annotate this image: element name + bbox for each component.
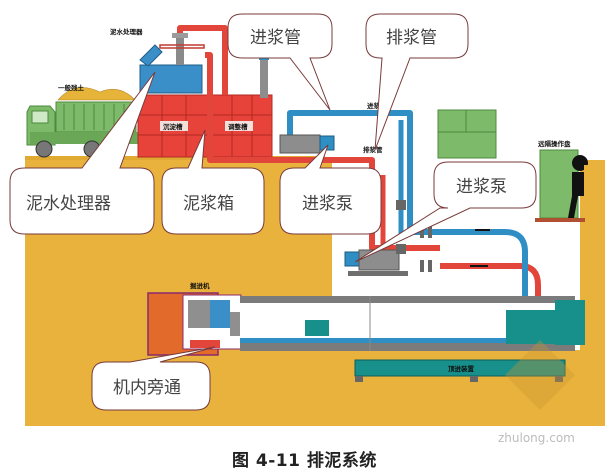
jacking-base: 顶进装置 [354, 359, 566, 382]
slurry-treatment-label: 泥水处理器 [110, 27, 143, 36]
slurry-processor-unit: 泥水处理器 [110, 27, 205, 94]
sedimentation-tank-label: 沉淀槽 [163, 122, 183, 131]
feed-pipe-small-label: 进浆管 [367, 101, 387, 110]
remote-console: 远隔操作盘 [535, 139, 596, 222]
tunnel-boring-machine: 掘进机 [147, 281, 242, 356]
callout-label: 排浆管 [386, 28, 437, 48]
callout-label: 进浆泵 [302, 194, 353, 214]
cutter-head-label: 掘进机 [190, 281, 210, 290]
callout-label: 泥浆箱 [183, 194, 234, 214]
callout-label: 泥水处理器 [26, 194, 111, 214]
watermark-logo [505, 340, 575, 410]
watermark-text: zhulong.com [498, 431, 575, 445]
callout-label: 进浆泵 [456, 177, 507, 197]
figure-caption: 图 4-11 排泥系统 [232, 451, 377, 471]
callout-label: 进浆管 [250, 28, 301, 48]
callout-feed-pump-lower: 进浆泵 [354, 161, 537, 263]
callout-slurry-tank: 泥浆箱 [161, 129, 265, 235]
callout-feed-pump-upper: 进浆泵 [279, 144, 382, 235]
callout-feed-pipe: 进浆管 [227, 13, 333, 111]
slurry-tanks: 沉淀槽 调整槽 [137, 94, 273, 158]
jacking-base-label: 顶进装置 [448, 364, 475, 373]
adjustment-tank-label: 调整槽 [228, 122, 248, 131]
remote-console-label: 远隔操作盘 [538, 139, 571, 148]
tunnel-pipe-segment [240, 296, 585, 351]
generator [437, 109, 497, 159]
discharge-pipe-small-label: 排浆管 [363, 145, 383, 154]
callout-slurry-processor: 泥水处理器 [9, 71, 156, 235]
callout-inner-bypass: 机内旁通 [91, 346, 216, 411]
blue-feed-pipe [287, 110, 528, 300]
general-soil-label: 一般残土 [58, 83, 85, 92]
callout-discharge-pipe: 排浆管 [365, 13, 469, 151]
callout-label: 机内旁通 [113, 378, 181, 398]
lower-feed-pump [344, 200, 490, 276]
